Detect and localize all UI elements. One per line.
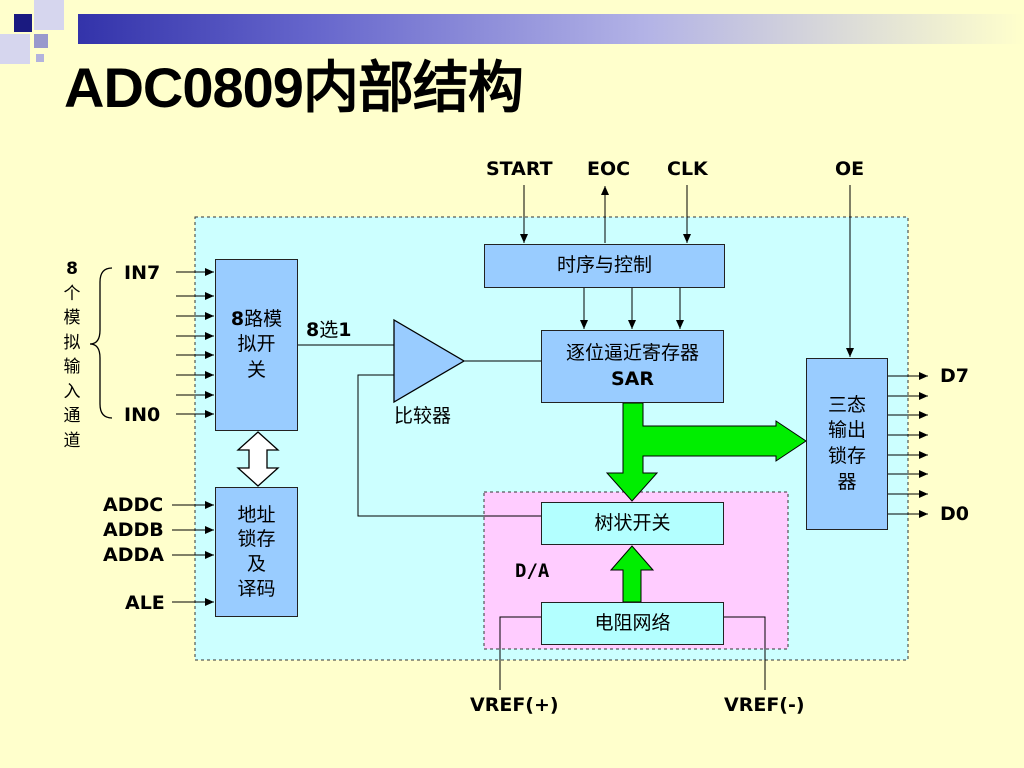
header-square-light-b — [0, 34, 30, 64]
d7-label: D7 — [940, 365, 969, 387]
sar-label-line1: 逐位逼近寄存器 — [565, 341, 699, 364]
eoc-label: EOC — [587, 158, 631, 180]
mux-label-line2: 拟开 — [237, 333, 276, 356]
latch-label-line2: 输出 — [827, 419, 866, 442]
green-bus-sar — [605, 402, 807, 502]
sar-block: 逐位逼近寄存器 SAR — [541, 330, 724, 403]
green-arrow-resistor — [609, 545, 655, 603]
resistor-network-label: 电阻网络 — [594, 611, 671, 634]
comparator-triangle — [393, 318, 466, 404]
addr-label-line2: 锁存 — [237, 528, 276, 551]
mux-label-line1: 8路模 — [230, 307, 283, 330]
mux-label-line3: 关 — [246, 358, 266, 381]
clk-label: CLK — [667, 158, 708, 180]
in0-label: IN0 — [124, 404, 161, 426]
header-square-small — [34, 34, 48, 48]
latch-label-line1: 三态 — [827, 393, 866, 416]
da-label: D/A — [515, 560, 550, 582]
addr-label-line4: 译码 — [237, 577, 276, 600]
vref-pos-label: VREF(+) — [470, 694, 559, 716]
start-label: START — [486, 158, 553, 180]
latch-label-line3: 锁存 — [827, 445, 866, 467]
select-label: 8选1 — [306, 319, 352, 341]
timing-control-label: 时序与控制 — [556, 254, 652, 277]
in7-label: IN7 — [124, 262, 161, 284]
header-square-light-a — [34, 0, 64, 30]
header-gradient-bar — [78, 14, 1024, 44]
mux-addr-double-arrow — [236, 431, 280, 487]
header-square-tiny — [36, 54, 44, 62]
timing-control-block: 时序与控制 — [484, 244, 725, 288]
tree-switch-label: 树状开关 — [594, 511, 671, 534]
addc-label: ADDC — [103, 494, 164, 516]
adda-label: ADDA — [103, 544, 164, 566]
header-square-navy — [14, 14, 32, 32]
vref-neg-label: VREF(-) — [724, 694, 805, 716]
output-latch-block: 三态 输出 锁存 器 — [806, 358, 888, 530]
comparator-label: 比较器 — [394, 405, 452, 427]
addr-label-line1: 地址 — [237, 503, 276, 526]
addb-label: ADDB — [103, 519, 164, 541]
tree-switch-block: 树状开关 — [541, 502, 724, 545]
latch-label-line4: 器 — [837, 470, 857, 493]
oe-label: OE — [835, 158, 865, 180]
analog-mux-block: 8路模 拟开 关 — [215, 259, 298, 431]
resistor-network-block: 电阻网络 — [541, 602, 724, 645]
ale-label: ALE — [125, 592, 165, 614]
addr-label-line3: 及 — [246, 553, 266, 575]
sar-label-line2: SAR — [610, 367, 654, 390]
d0-label: D0 — [940, 503, 969, 525]
address-decoder-block: 地址 锁存 及 译码 — [215, 487, 298, 617]
analog-channels-label: 8 个 模 拟 输 入 通 道 — [63, 259, 81, 451]
slide-title: ADC0809内部结构 — [64, 56, 524, 119]
